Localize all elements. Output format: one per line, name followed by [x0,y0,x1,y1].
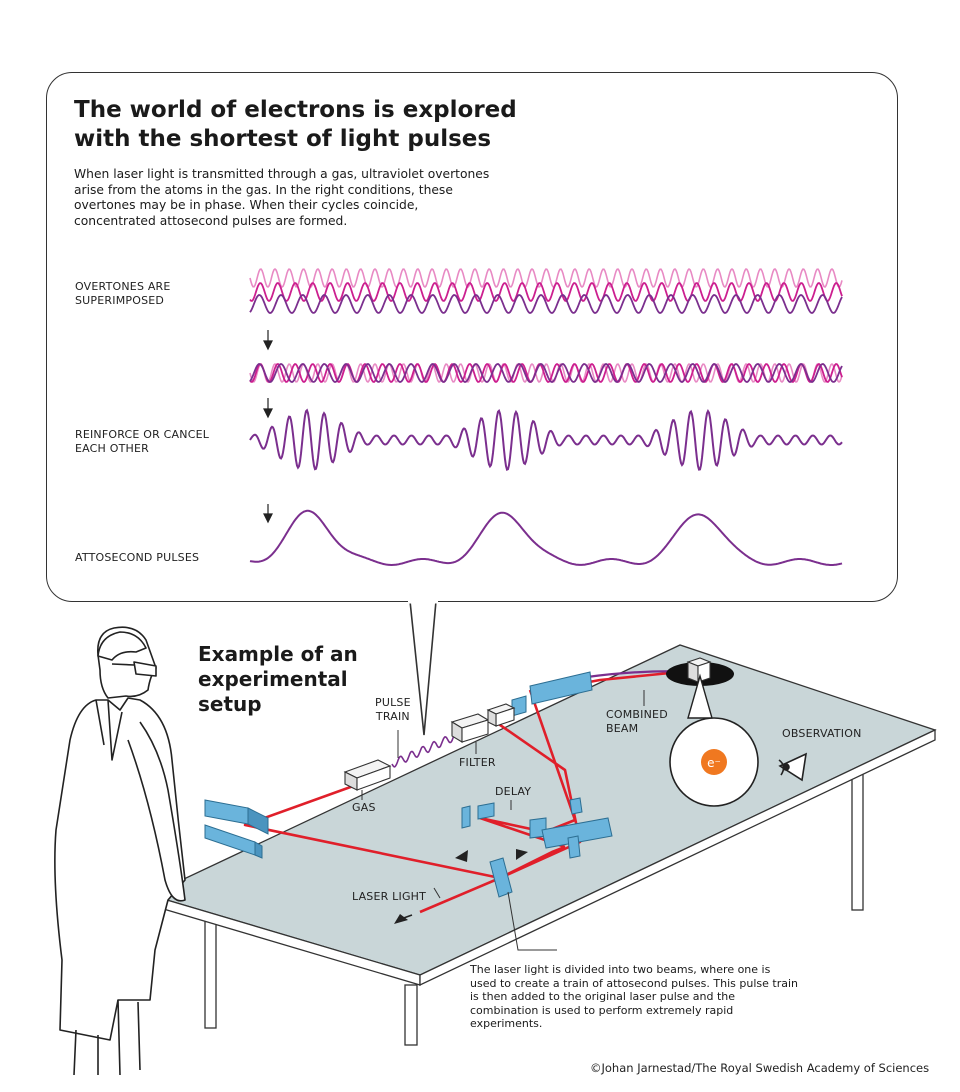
scientist-figure [54,626,186,1076]
wave-reinforce-cancel [249,408,843,471]
label-gas: GAS [352,801,376,814]
mirror [204,824,256,856]
wave-overtone-magenta [249,281,843,303]
title-line-1: The world of electrons is explored [74,97,517,123]
delay-mirror [567,835,581,859]
mirror [204,799,249,825]
label-attosecond-pulses: ATTOSECOND PULSES [75,551,200,564]
coat-arm [127,721,186,902]
legs [73,999,141,1076]
table-leg [204,907,217,1029]
page-title: The world of electrons is explored with … [74,96,594,154]
arrow-icon [455,850,468,862]
gas-cell [343,759,392,791]
label-filter: FILTER [459,756,496,769]
filter [450,703,516,743]
explanation-panel [46,72,898,602]
direction-arrows [394,849,528,924]
delay-mirror [541,817,613,849]
title-line-2: with the shortest of light pulses [74,126,492,152]
coat-lapel [95,699,105,746]
superimposed-waves [249,362,843,384]
overtones-waves [249,267,843,314]
arrow-down-icon [263,398,273,419]
arrow-down-icon [263,330,273,351]
electron-label: e⁻ [707,756,721,770]
setup-caption: The laser light is divided into two beam… [470,963,798,1031]
label-leaders [361,690,645,951]
delay-mirror [569,797,583,815]
coat-collar [107,699,123,761]
arrow-down-icon [263,504,273,524]
electron-icon [701,749,727,775]
mirror-side [247,807,269,835]
label-reinforce-cancel: REINFORCE OR CANCEL EACH OTHER [75,428,210,455]
magnifier-pointer [687,673,713,719]
table-edge-side [419,728,936,987]
setup-title: Example of an experimental setup [198,642,358,716]
safety-goggles [133,661,157,677]
wave-attosecond-pulses [249,509,843,566]
delay-mirror [461,805,471,829]
arrow-icon [516,849,528,860]
wave-superimposed-purple [249,363,843,383]
image-credit: ©Johan Jarnestad/The Royal Swedish Acade… [590,1061,930,1075]
delay-mirror [477,802,495,820]
beam-splitter [489,857,513,898]
label-observation: OBSERVATION [782,727,862,740]
bubble-pointer [409,600,437,736]
mirror [529,671,593,705]
mirror-side [254,841,263,859]
label-laser-light: LASER LIGHT [352,890,427,903]
target-cube [686,657,712,683]
wave-overtone-pink [249,267,843,289]
hair [97,631,147,661]
label-delay: DELAY [495,785,532,798]
table-leg [404,984,418,1046]
label-pulse-train: PULSE TRAIN [375,696,411,723]
table-leg [851,769,864,911]
goggle-strap [111,663,135,666]
optical-components [204,671,613,898]
label-overtones-superimposed: OVERTONES ARE SUPERIMPOSED [75,280,171,307]
wave-overtone-purple [249,294,843,314]
label-combined-beam: COMBINED BEAM [606,708,668,735]
intro-text: When laser light is transmitted through … [74,167,490,228]
eye-icon [778,752,808,782]
